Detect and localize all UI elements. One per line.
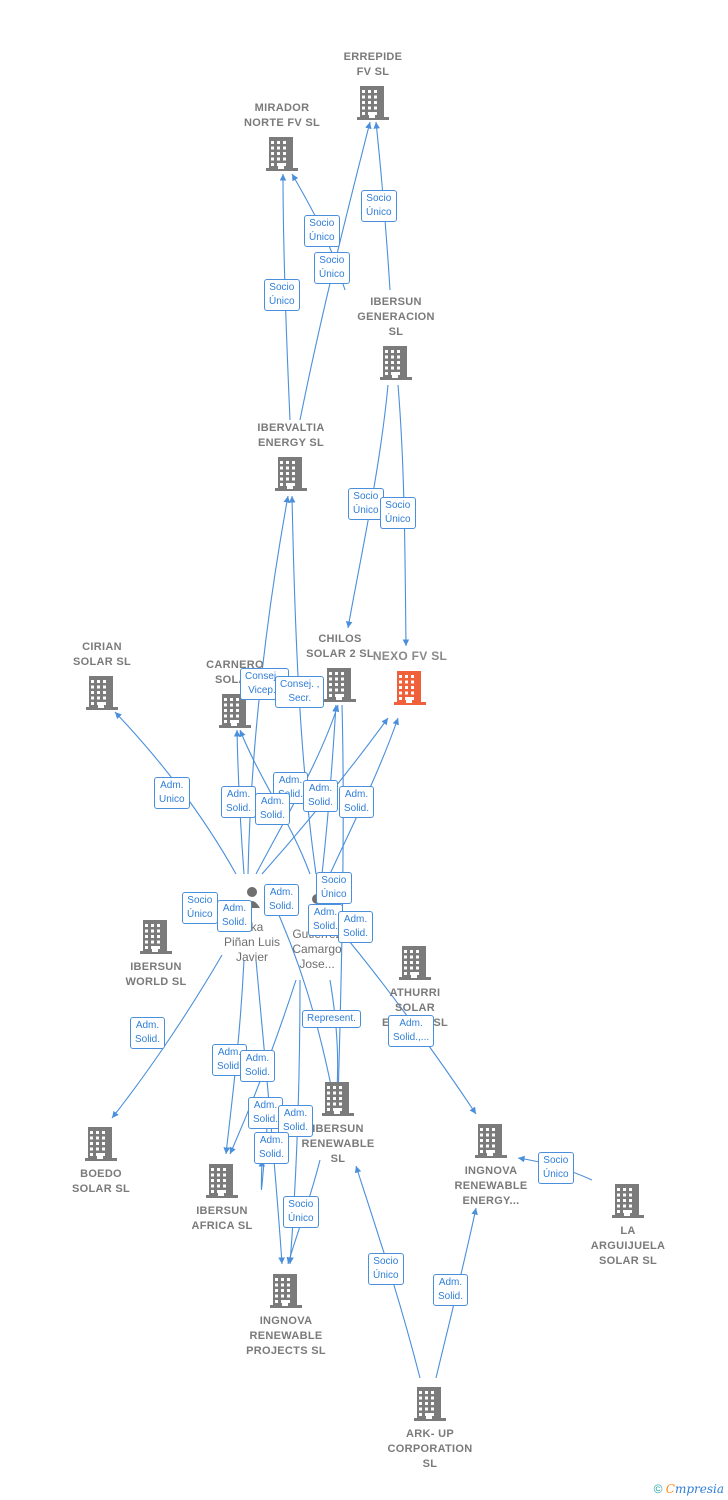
company-building-icon[interactable] bbox=[380, 344, 414, 382]
company-label[interactable]: IBERSUN AFRICA SL bbox=[191, 1205, 253, 1232]
company-label[interactable]: ARK- UP CORPORATION SL bbox=[387, 1428, 473, 1470]
footer-credit: © Cmpresia bbox=[654, 1482, 724, 1496]
company-building-icon[interactable] bbox=[275, 455, 309, 493]
edge-label[interactable]: Adm. Solid. bbox=[433, 1274, 469, 1306]
company-label[interactable]: IBERVALTIA ENERGY SL bbox=[257, 422, 325, 449]
edge-label[interactable]: Adm. Unico bbox=[154, 777, 190, 809]
brand-name: mpresia bbox=[674, 1482, 724, 1496]
edge-label[interactable]: Adm. Solid. bbox=[273, 772, 309, 804]
company-building-icon[interactable] bbox=[357, 84, 391, 122]
edge-label[interactable]: Represent. bbox=[302, 1010, 361, 1028]
person-label[interactable]: ...ka Piñan Luis Javier bbox=[223, 920, 281, 964]
company-building-icon[interactable] bbox=[206, 1162, 240, 1200]
company-building-icon[interactable] bbox=[85, 1125, 119, 1163]
company-building-icon[interactable] bbox=[140, 918, 174, 956]
edge bbox=[229, 979, 297, 1155]
edge-label[interactable]: Socio Único bbox=[316, 872, 352, 904]
company-building-icon[interactable] bbox=[86, 674, 120, 712]
company-building-icon[interactable] bbox=[475, 1122, 509, 1160]
edge-label[interactable]: Adm. Solid. bbox=[255, 793, 291, 825]
company-label[interactable]: CIRIAN SOLAR SL bbox=[72, 641, 131, 668]
copyright-symbol: © bbox=[653, 1482, 663, 1496]
edge-label[interactable]: Socio Único bbox=[182, 892, 218, 924]
company-label[interactable]: NEXO FV SL bbox=[372, 649, 448, 663]
edge-label[interactable]: Consej. , Secr. bbox=[275, 676, 325, 708]
edge-label[interactable]: Socio Único bbox=[348, 488, 384, 520]
edge-label[interactable]: Adm. Solid. bbox=[278, 1105, 314, 1137]
edge-label[interactable]: Adm. Solid.,... bbox=[388, 1015, 435, 1047]
edge-label[interactable]: Socio Único bbox=[264, 279, 300, 311]
edge-label[interactable]: Socio Único bbox=[283, 1196, 319, 1228]
edge bbox=[111, 954, 223, 1119]
edge-label[interactable]: Adm. Solid. bbox=[254, 1132, 290, 1164]
company-label[interactable]: IBERSUN GENERACION SL bbox=[357, 296, 435, 338]
company-building-icon[interactable] bbox=[399, 944, 433, 982]
edge-label[interactable]: Socio Único bbox=[361, 190, 397, 222]
edge-label[interactable]: Socio Único bbox=[538, 1152, 574, 1184]
edge-label[interactable]: Socio Único bbox=[314, 252, 350, 284]
brand-initial: C bbox=[665, 1482, 675, 1496]
company-building-icon[interactable] bbox=[612, 1182, 646, 1220]
company-label[interactable]: BOEDO SOLAR SL bbox=[71, 1168, 130, 1195]
edge-label[interactable]: Adm. Solid. bbox=[339, 786, 375, 818]
company-label[interactable]: LA ARGUIJUELA SOLAR SL bbox=[590, 1225, 666, 1267]
company-label[interactable]: IBERSUN RENEWABLE SL bbox=[301, 1123, 375, 1165]
edge-label[interactable]: Socio Único bbox=[380, 497, 416, 529]
company-label[interactable]: CHILOS SOLAR 2 SL bbox=[306, 633, 374, 660]
edge-label[interactable]: Socio Único bbox=[304, 215, 340, 247]
company-label[interactable]: IBERSUN WORLD SL bbox=[125, 961, 187, 988]
edge-label[interactable]: Socio Único bbox=[368, 1253, 404, 1285]
company-building-icon[interactable] bbox=[414, 1385, 448, 1423]
edge-label[interactable]: Adm. Solid. bbox=[217, 900, 253, 932]
company-building-icon[interactable] bbox=[266, 135, 300, 173]
edge-label[interactable]: Adm. Solid. bbox=[338, 911, 374, 943]
company-building-icon[interactable] bbox=[270, 1272, 304, 1310]
edge bbox=[247, 495, 291, 875]
company-label[interactable]: MIRADOR NORTE FV SL bbox=[243, 102, 321, 129]
company-label[interactable]: INGNOVA RENEWABLE ENERGY... bbox=[454, 1165, 528, 1207]
edge bbox=[269, 894, 336, 1101]
edge-label[interactable]: Adm. Solid. bbox=[303, 780, 339, 812]
company-building-icon[interactable] bbox=[324, 666, 358, 704]
company-building-icon[interactable] bbox=[322, 1080, 356, 1118]
company-label[interactable]: ERREPIDE FV SL bbox=[343, 51, 403, 78]
company-label[interactable]: INGNOVA RENEWABLE PROJECTS SL bbox=[246, 1315, 326, 1357]
edge-label[interactable]: Adm. Solid. bbox=[221, 786, 257, 818]
focus-company-building-icon[interactable] bbox=[394, 669, 428, 707]
edge-label[interactable]: Adm. Solid. bbox=[248, 1097, 284, 1129]
edge-label[interactable]: Adm. Solid. bbox=[130, 1017, 166, 1049]
edge-label[interactable]: Adm. Solid. bbox=[240, 1050, 276, 1082]
edge-label[interactable]: Adm. Solid. bbox=[264, 884, 300, 916]
